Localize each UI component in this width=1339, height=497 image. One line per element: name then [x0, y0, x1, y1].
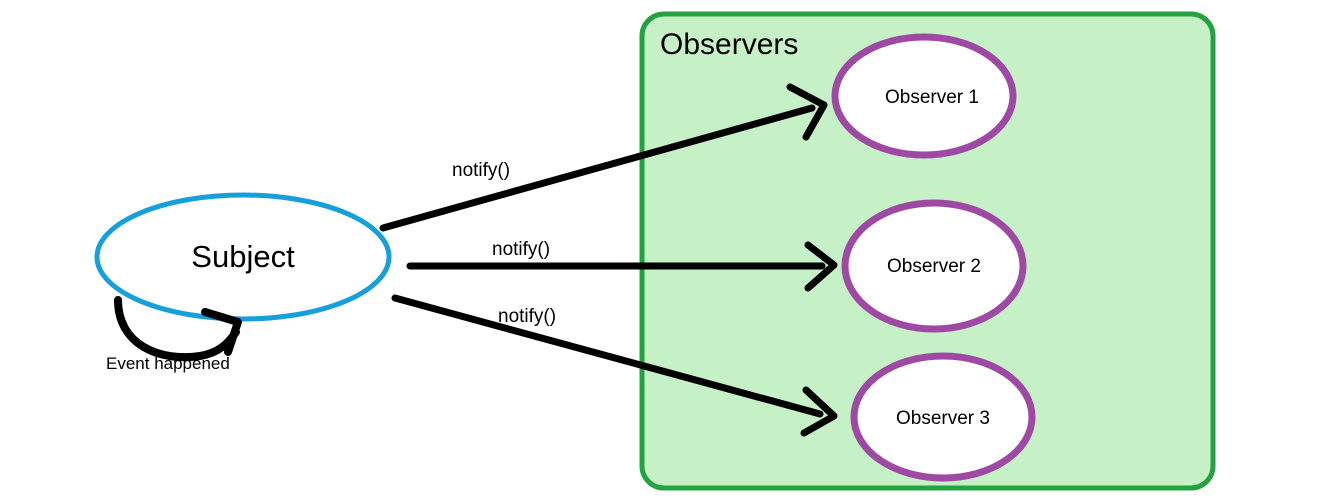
observer-node-3-label: Observer 3 — [896, 408, 990, 429]
notify-edge-1 — [379, 104, 816, 232]
observers-group-title: Observers — [660, 28, 798, 61]
notify-edge-3-label: notify() — [498, 306, 556, 327]
event-happened-arrowhead — [201, 308, 242, 356]
notify-edge-3 — [391, 294, 824, 418]
observer-node-1-label: Observer 1 — [885, 87, 979, 108]
observer-node-2[interactable] — [841, 199, 1027, 333]
observer-node-3[interactable] — [850, 352, 1036, 482]
notify-edge-1-arrowhead — [786, 83, 828, 141]
notify-edge-2-label: notify() — [492, 239, 550, 260]
subject-node[interactable] — [94, 192, 392, 322]
subject-node-label: Subject — [191, 239, 295, 274]
observer-node-2-label: Observer 2 — [887, 256, 981, 277]
notify-edge-2-arrowhead — [804, 241, 838, 292]
notify-edge-1-label: notify() — [452, 160, 510, 181]
event-happened-label: Event happened — [106, 354, 230, 373]
notify-edge-3-arrowhead — [800, 386, 838, 437]
event-happened-arrow — [114, 296, 240, 362]
observer-node-1[interactable] — [831, 33, 1017, 159]
